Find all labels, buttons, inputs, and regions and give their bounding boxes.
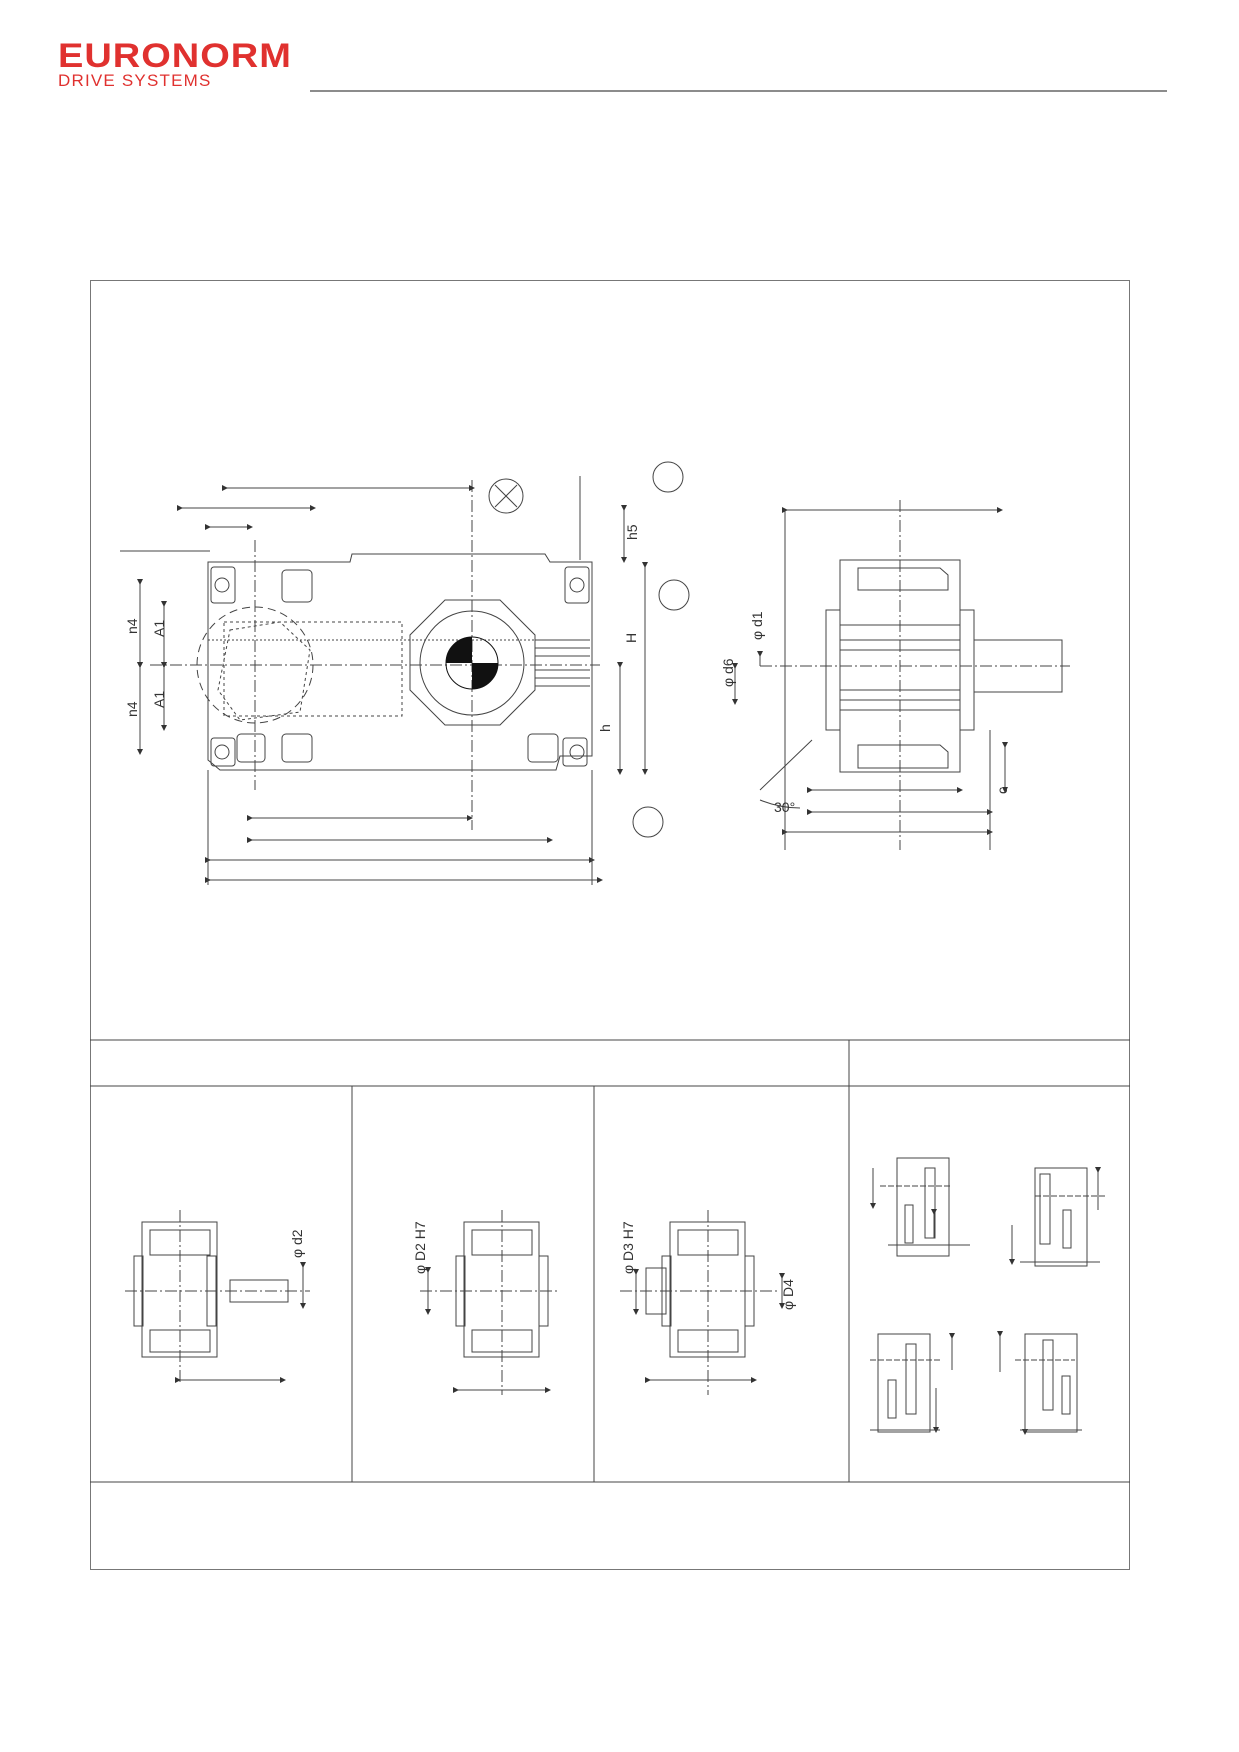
label-angle: 30°: [774, 799, 795, 815]
drawing-frame: [90, 280, 1130, 1570]
label-D3: φ D3 H7: [620, 1221, 636, 1274]
label-d1: φ d1: [749, 611, 765, 640]
main-view: [120, 461, 690, 885]
label-a1-bottom: A1: [151, 691, 167, 708]
brand-subtitle: DRIVE SYSTEMS: [58, 71, 212, 90]
label-d6: φ d6: [720, 658, 736, 687]
variant-shrink-disc: [620, 1210, 785, 1395]
label-D4: φ D4: [780, 1279, 796, 1310]
mounting-schematics: [870, 1157, 1105, 1435]
label-h5: h5: [624, 524, 640, 540]
label-h-lower: h: [597, 724, 613, 732]
balance-symbol: [445, 636, 499, 690]
variant-solid-shaft: [125, 1210, 310, 1385]
label-d2: φ d2: [289, 1229, 305, 1258]
label-a1-top: A1: [151, 620, 167, 637]
header-rule: [310, 90, 1167, 92]
label-h-upper: H: [623, 633, 639, 643]
label-n4-top: n4: [124, 618, 140, 634]
label-n4-bottom: n4: [124, 701, 140, 717]
label-D2: φ D2 H7: [412, 1221, 428, 1274]
label-c: c: [994, 787, 1010, 794]
variant-hollow-shaft: [420, 1210, 560, 1395]
side-view: [732, 500, 1070, 850]
